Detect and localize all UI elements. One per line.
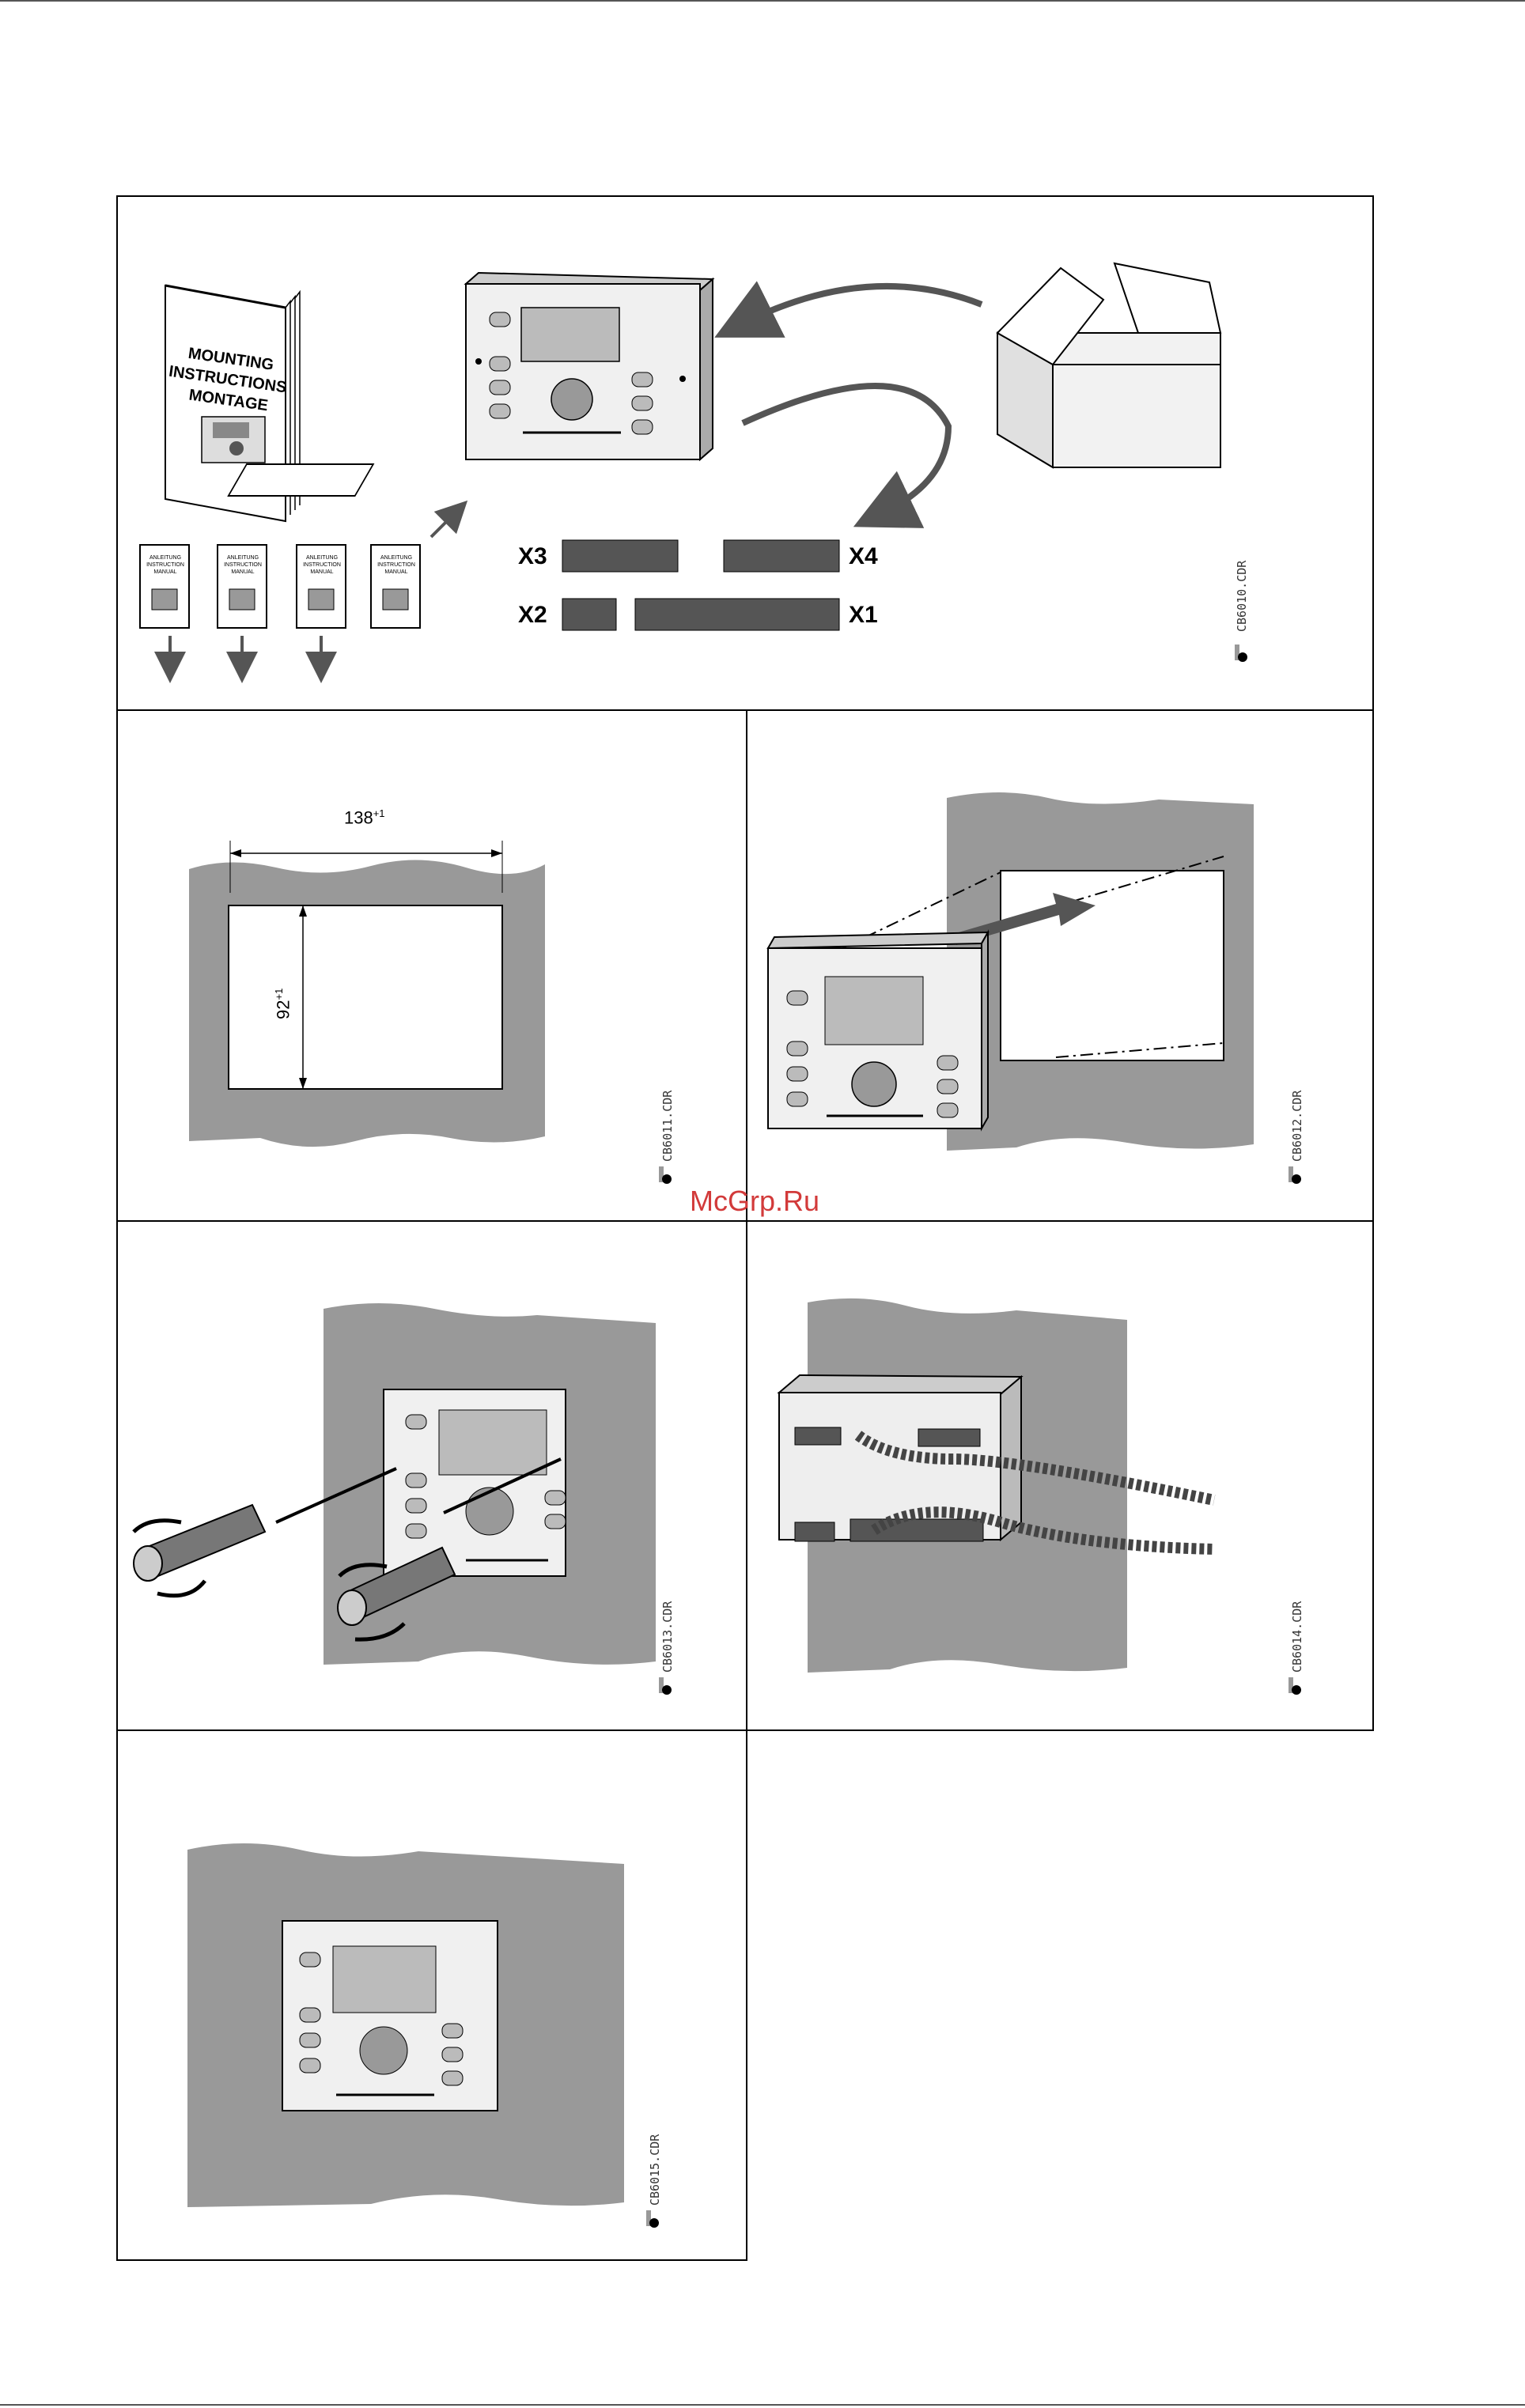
height-value: 92 <box>273 1000 293 1019</box>
drawing-code: CB6014.CDR <box>1290 1601 1304 1673</box>
small-manual-1-line-2: INSTRUCTION <box>145 561 186 569</box>
height-dimension: 92+1 <box>273 989 293 1019</box>
drawing-code: CB6011.CDR <box>660 1091 675 1162</box>
drawing-code: CB6013.CDR <box>660 1601 675 1673</box>
drawing-symbol <box>1287 1674 1303 1698</box>
small-manual-label: ANLEITUNG INSTRUCTION MANUAL <box>301 554 342 576</box>
small-manual-4-line-1: ANLEITUNG <box>376 554 417 561</box>
insert-illustration <box>747 711 1374 1222</box>
small-manual-2-line-2: INSTRUCTION <box>222 561 263 569</box>
small-manual-3-line-3: MANUAL <box>301 569 342 576</box>
panel-fasten-screws: CB6013.CDR <box>116 1220 747 1731</box>
bottom-rule <box>0 2404 1525 2406</box>
drawing-symbol <box>657 1674 673 1698</box>
panel-wiring: CB6014.CDR <box>746 1220 1374 1731</box>
packaging-box <box>997 263 1220 467</box>
controller-device <box>229 273 713 496</box>
connector-strips <box>562 540 839 630</box>
top-rule <box>0 0 1525 2</box>
panel-unpacking: MOUNTING INSTRUCTIONS MONTAGE ANLEITUNG … <box>116 195 1374 711</box>
panel-insert-device: CB6012.CDR <box>746 709 1374 1222</box>
small-manuals <box>140 512 456 667</box>
height-tolerance: +1 <box>273 989 285 1000</box>
watermark: McGrp.Ru <box>690 1185 819 1218</box>
width-dimension: 138+1 <box>344 807 385 828</box>
panel-installed: CB6015.CDR <box>116 1729 747 2261</box>
panel-cutout-dimensions: 138+1 92+1 CB6011.CDR <box>116 709 747 1222</box>
drawing-code: CB6015.CDR <box>648 2134 662 2206</box>
cutout-illustration <box>118 711 747 1222</box>
small-manual-4-line-2: INSTRUCTION <box>376 561 417 569</box>
drawing-symbol <box>657 1163 673 1187</box>
small-manual-2-line-1: ANLEITUNG <box>222 554 263 561</box>
drawing-code: CB6010.CDR <box>1235 561 1249 632</box>
connector-label-x2: X2 <box>518 602 547 629</box>
small-manual-label: ANLEITUNG INSTRUCTION MANUAL <box>376 554 417 576</box>
width-tolerance: +1 <box>373 807 385 819</box>
wiring-illustration <box>747 1222 1374 1731</box>
small-manual-3-line-2: INSTRUCTION <box>301 561 342 569</box>
small-manual-label: ANLEITUNG INSTRUCTION MANUAL <box>222 554 263 576</box>
small-manual-2-line-3: MANUAL <box>222 569 263 576</box>
small-manual-4-line-3: MANUAL <box>376 569 417 576</box>
small-manual-3-line-1: ANLEITUNG <box>301 554 342 561</box>
connector-label-x4: X4 <box>849 543 878 570</box>
drawing-symbol <box>1233 641 1249 665</box>
connector-label-x1: X1 <box>849 602 878 629</box>
unpacking-illustration <box>118 197 1374 711</box>
width-value: 138 <box>344 807 373 827</box>
small-manual-label: ANLEITUNG INSTRUCTION MANUAL <box>145 554 186 576</box>
drawing-symbol <box>1287 1163 1303 1187</box>
connector-label-x3: X3 <box>518 543 547 570</box>
drawing-symbol <box>645 2207 660 2231</box>
small-manual-1-line-1: ANLEITUNG <box>145 554 186 561</box>
drawing-code: CB6012.CDR <box>1290 1091 1304 1162</box>
fasten-illustration <box>118 1222 747 1731</box>
small-manual-1-line-3: MANUAL <box>145 569 186 576</box>
